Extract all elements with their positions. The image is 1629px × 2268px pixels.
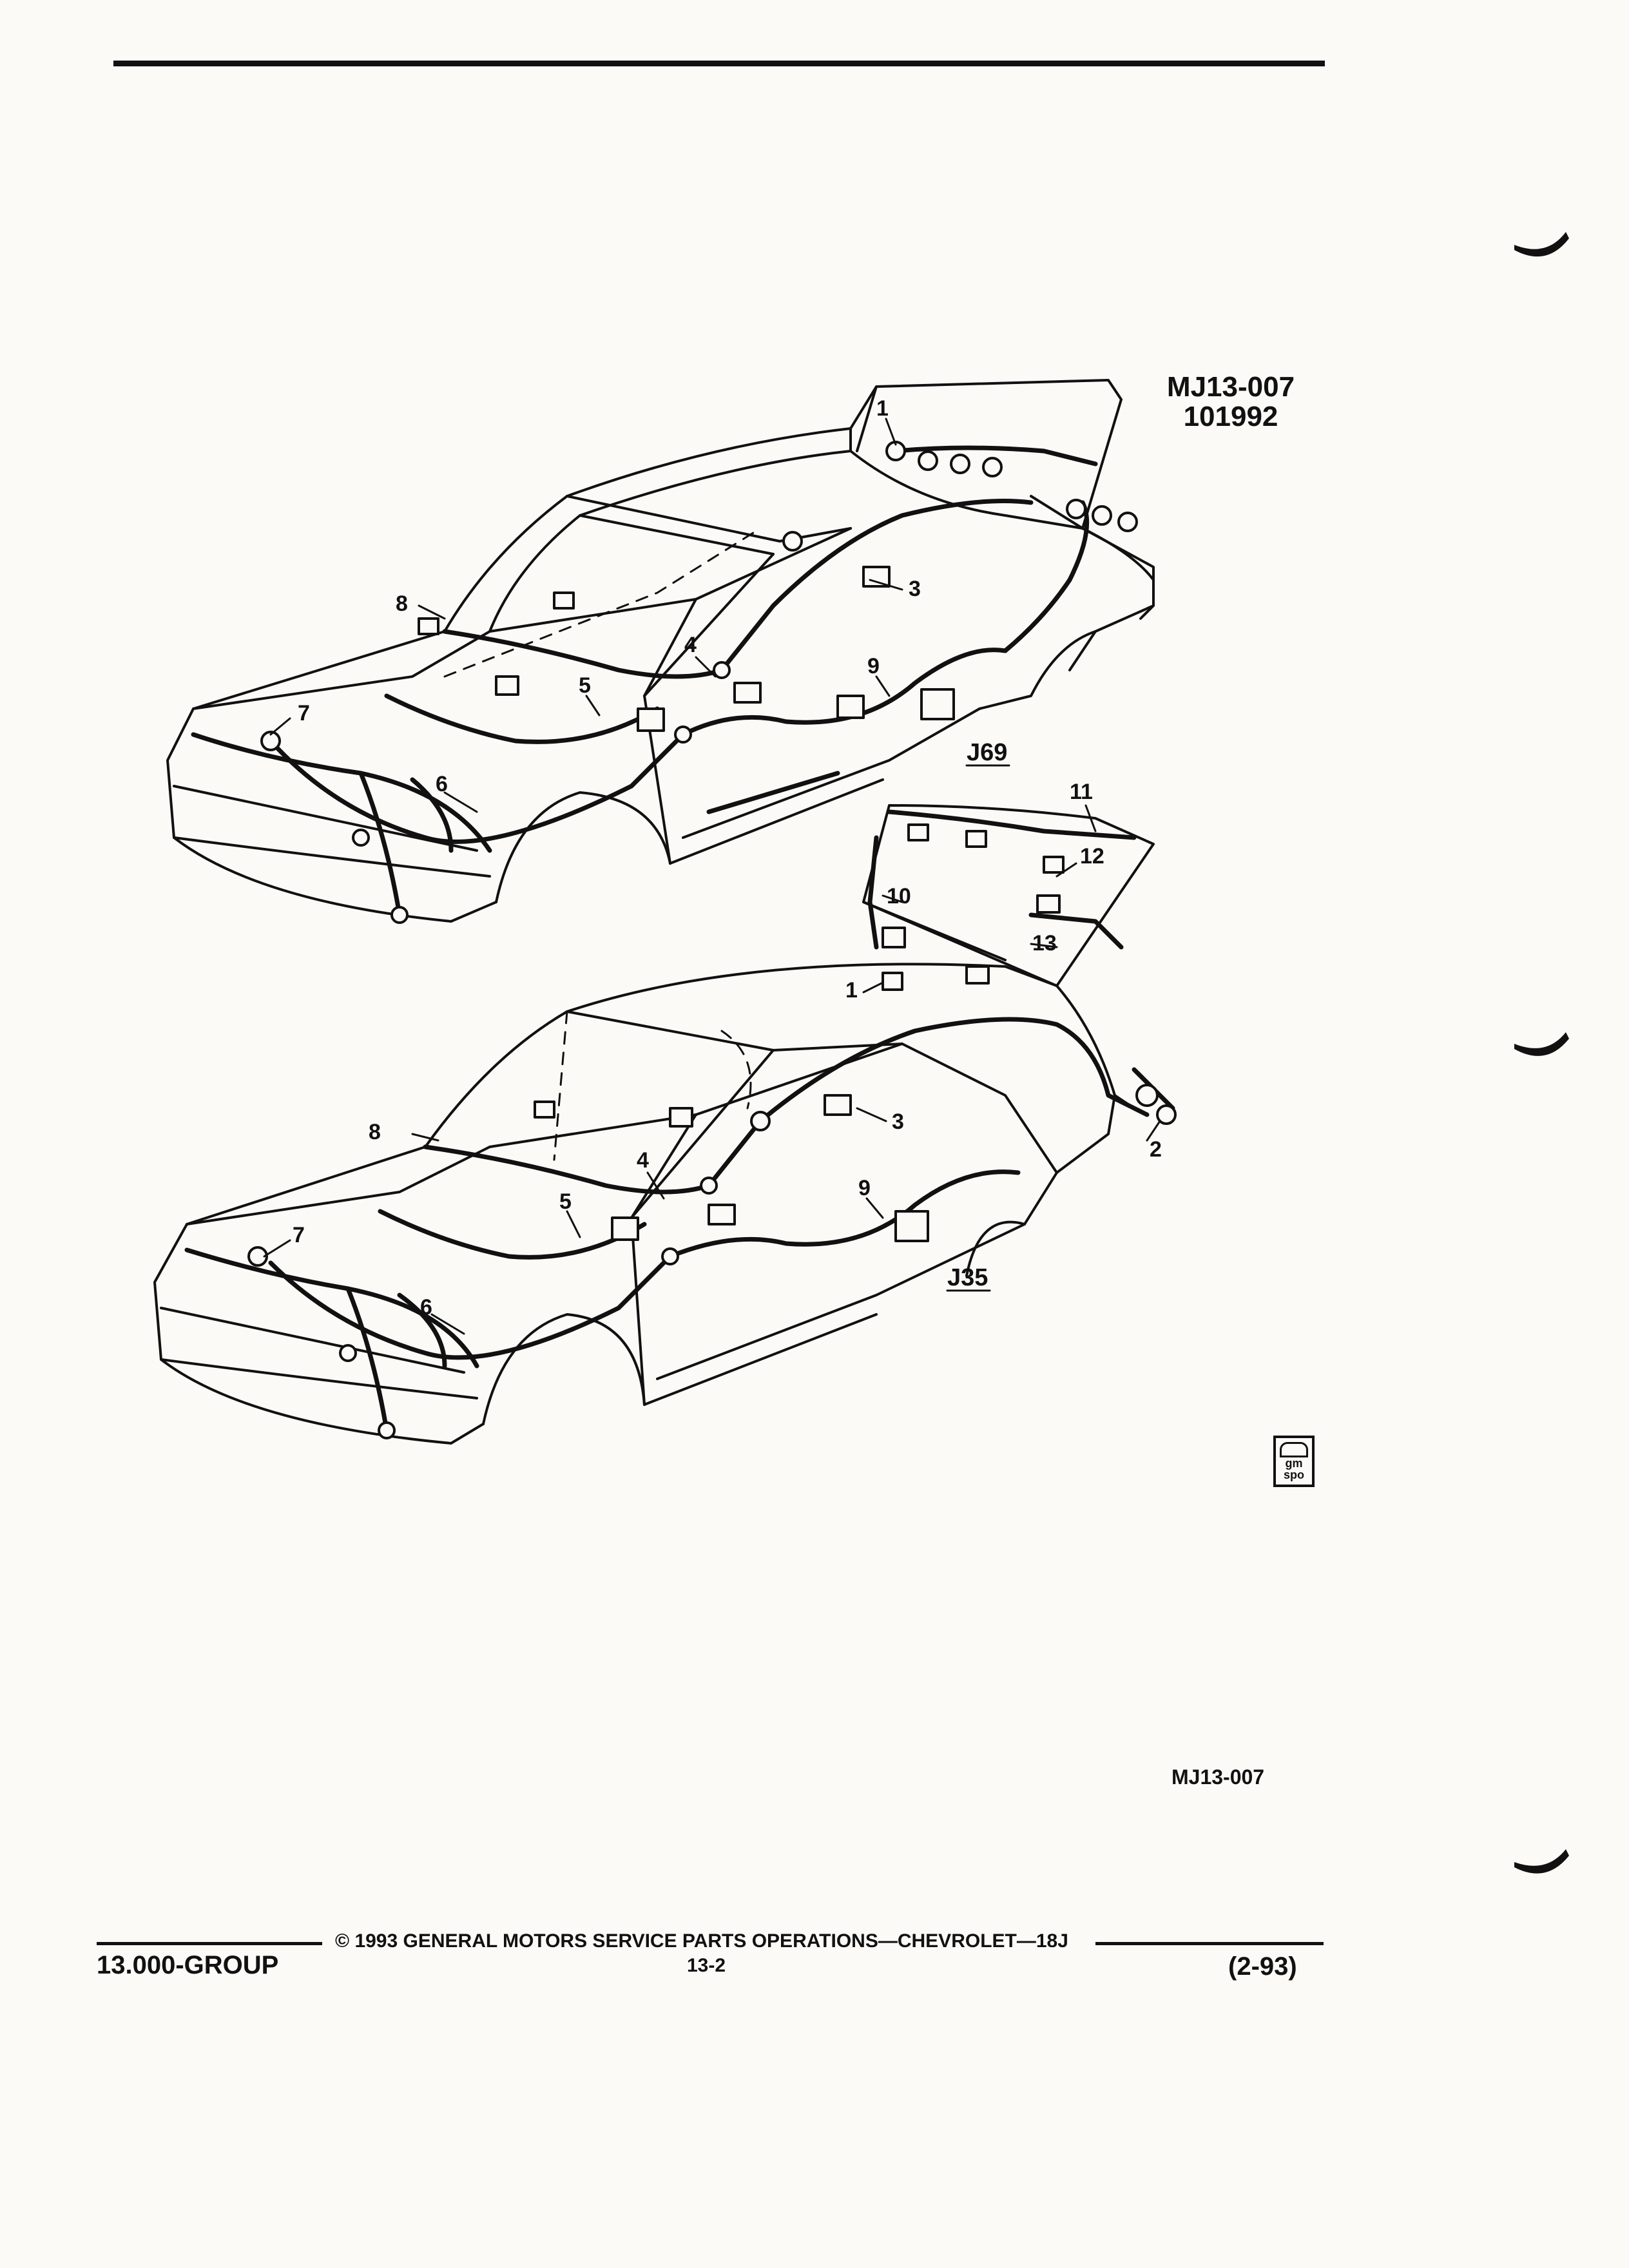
callout-7b: 7 [293, 1223, 305, 1247]
callout-3: 3 [909, 577, 921, 601]
callout-6: 6 [436, 772, 448, 796]
callout-1b: 1 [845, 978, 858, 1003]
footer-rule-right [1095, 1942, 1324, 1945]
figure-reference: MJ13-007 101992 [1147, 372, 1315, 432]
variant-underlines [946, 764, 1010, 1292]
callout-2: 2 [1150, 1137, 1162, 1162]
wagon-body [153, 804, 1155, 1445]
footer-revision: (2-93) [1228, 1952, 1297, 1981]
badge-top-text: gm [1285, 1457, 1303, 1470]
callout-5: 5 [579, 673, 591, 698]
figure-reference-bottom: MJ13-007 [1171, 1765, 1265, 1789]
callout-5b: 5 [559, 1189, 572, 1214]
footer-copyright: © 1993 GENERAL MOTORS SERVICE PARTS OPER… [335, 1930, 1068, 1952]
sedan-body [166, 379, 1155, 923]
callout-11: 11 [1070, 780, 1093, 804]
callout-6b: 6 [420, 1295, 432, 1320]
callout-4: 4 [684, 633, 697, 657]
callout-4b: 4 [637, 1148, 649, 1173]
figure-date: 101992 [1183, 401, 1278, 432]
callout-13: 13 [1032, 931, 1057, 956]
callout-leaders [263, 418, 1161, 1335]
callout-10: 10 [887, 884, 911, 908]
callout-8b: 8 [369, 1120, 381, 1144]
callout-12: 12 [1080, 844, 1104, 869]
margin-marks [1514, 232, 1569, 1874]
sedan-harness [191, 445, 1098, 918]
footer-page-number: 13-2 [687, 1955, 726, 1976]
callout-7: 7 [298, 701, 310, 726]
callout-3b: 3 [892, 1110, 904, 1134]
variant-code-j69: J69 [967, 739, 1007, 766]
callout-8: 8 [396, 591, 408, 616]
callout-9: 9 [867, 654, 880, 678]
badge-bottom-text: spo [1283, 1468, 1304, 1481]
footer-rule-left [97, 1942, 322, 1945]
variant-code-j35: J35 [947, 1264, 988, 1291]
callout-1: 1 [876, 396, 889, 421]
callout-9b: 9 [858, 1176, 871, 1200]
wagon-connectors [247, 823, 1177, 1439]
sedan-connectors [260, 441, 1138, 924]
figure-code: MJ13-007 [1166, 371, 1295, 403]
gm-spo-badge: gm spo [1273, 1436, 1315, 1487]
footer-group: 13.000-GROUP [97, 1951, 279, 1979]
top-rule [113, 61, 1325, 66]
